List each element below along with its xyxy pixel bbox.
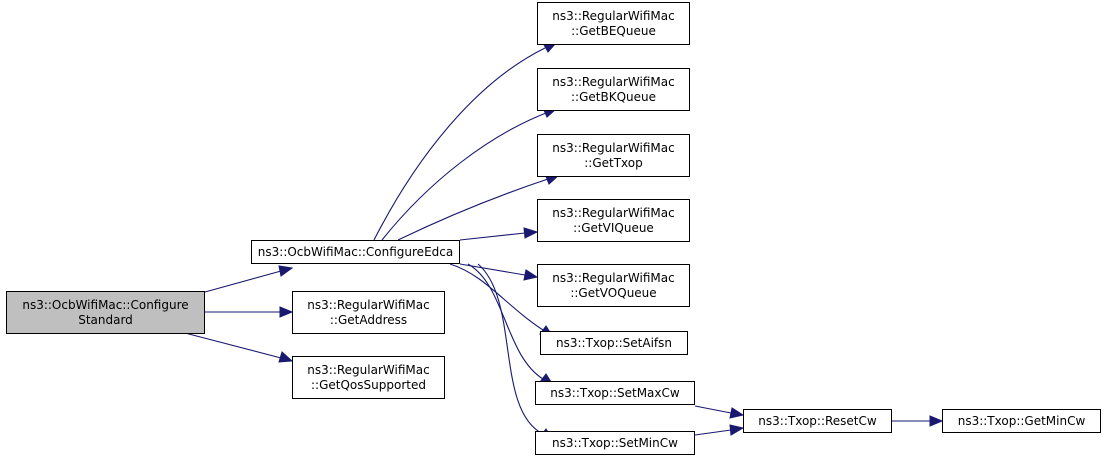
edge-configure-edca-to-get-txop	[397, 178, 549, 241]
node-label: ::GetQosSupported	[311, 377, 426, 392]
node-label: ::GetBEQueue	[571, 23, 656, 38]
arrowhead	[278, 351, 294, 363]
arrowhead	[523, 269, 539, 281]
arrowhead	[929, 415, 944, 427]
node-set-min-cw[interactable]: ns3::Txop::SetMinCw	[535, 431, 695, 455]
node-set-aifsn[interactable]: ns3::Txop::SetAifsn	[540, 331, 688, 355]
arrowhead	[523, 227, 539, 239]
node-label: ::GetVOQueue	[570, 285, 657, 300]
node-get-min-cw[interactable]: ns3::Txop::GetMinCw	[942, 409, 1101, 433]
edge-configure-edca-to-get-be-queue	[373, 47, 546, 241]
node-label: Standard	[78, 312, 133, 327]
arrowhead	[729, 407, 745, 419]
node-get-be-queue[interactable]: ns3::RegularWifiMac ::GetBEQueue	[537, 2, 690, 45]
edge-configure-edca-to-set-min-cw	[477, 263, 544, 435]
node-label: ns3::RegularWifiMac	[552, 74, 675, 89]
node-label: ns3::Txop::GetMinCw	[957, 413, 1086, 428]
node-label: ns3::RegularWifiMac	[307, 297, 430, 312]
node-label: ns3::Txop::SetMaxCw	[550, 385, 680, 400]
edge-set-min-cw-to-reset-cw	[694, 429, 732, 436]
node-label: ::GetVIQueue	[573, 220, 654, 235]
node-label: ns3::OcbWifiMac::ConfigureEdca	[257, 244, 454, 259]
node-get-address[interactable]: ns3::RegularWifiMac ::GetAddress	[292, 291, 445, 334]
node-label: ns3::RegularWifiMac	[552, 8, 675, 23]
node-get-qos-supported[interactable]: ns3::RegularWifiMac ::GetQosSupported	[292, 356, 445, 399]
node-label: ns3::Txop::SetMinCw	[552, 435, 678, 450]
node-set-max-cw[interactable]: ns3::Txop::SetMaxCw	[535, 381, 695, 405]
node-label: ns3::RegularWifiMac	[552, 270, 675, 285]
node-label: ns3::RegularWifiMac	[552, 140, 675, 155]
node-label: ::GetBKQueue	[571, 89, 656, 104]
node-get-txop[interactable]: ns3::RegularWifiMac ::GetTxop	[537, 134, 690, 177]
node-label: ::GetAddress	[329, 312, 408, 327]
node-get-bk-queue[interactable]: ns3::RegularWifiMac ::GetBKQueue	[537, 68, 690, 111]
node-label: ns3::RegularWifiMac	[307, 362, 430, 377]
edge-configure-edca-to-set-max-cw	[467, 263, 544, 380]
arrowhead	[278, 265, 294, 277]
node-reset-cw[interactable]: ns3::Txop::ResetCw	[743, 409, 892, 433]
node-get-vo-queue[interactable]: ns3::RegularWifiMac ::GetVOQueue	[537, 264, 690, 307]
node-label: ns3::RegularWifiMac	[552, 205, 675, 220]
edge-configure-edca-to-get-bk-queue	[381, 112, 547, 241]
edge-configure-edca-to-get-vi-queue	[459, 232, 526, 241]
node-label: ns3::OcbWifiMac::Configure	[22, 297, 189, 312]
node-label: ns3::Txop::SetAifsn	[555, 335, 672, 350]
node-label: ::GetTxop	[584, 155, 643, 170]
edge-configure-standard-to-configure-edca	[204, 270, 282, 293]
node-configure-edca[interactable]: ns3::OcbWifiMac::ConfigureEdca	[251, 240, 460, 264]
edge-set-max-cw-to-reset-cw	[694, 405, 732, 414]
arrowhead	[729, 424, 745, 436]
arrowhead	[279, 306, 294, 318]
node-configure-standard: ns3::OcbWifiMac::Configure Standard	[6, 291, 205, 334]
node-label: ns3::Txop::ResetCw	[758, 413, 877, 428]
node-get-vi-queue[interactable]: ns3::RegularWifiMac ::GetVIQueue	[537, 199, 690, 242]
edge-configure-standard-to-get-qos-supported	[184, 332, 282, 359]
